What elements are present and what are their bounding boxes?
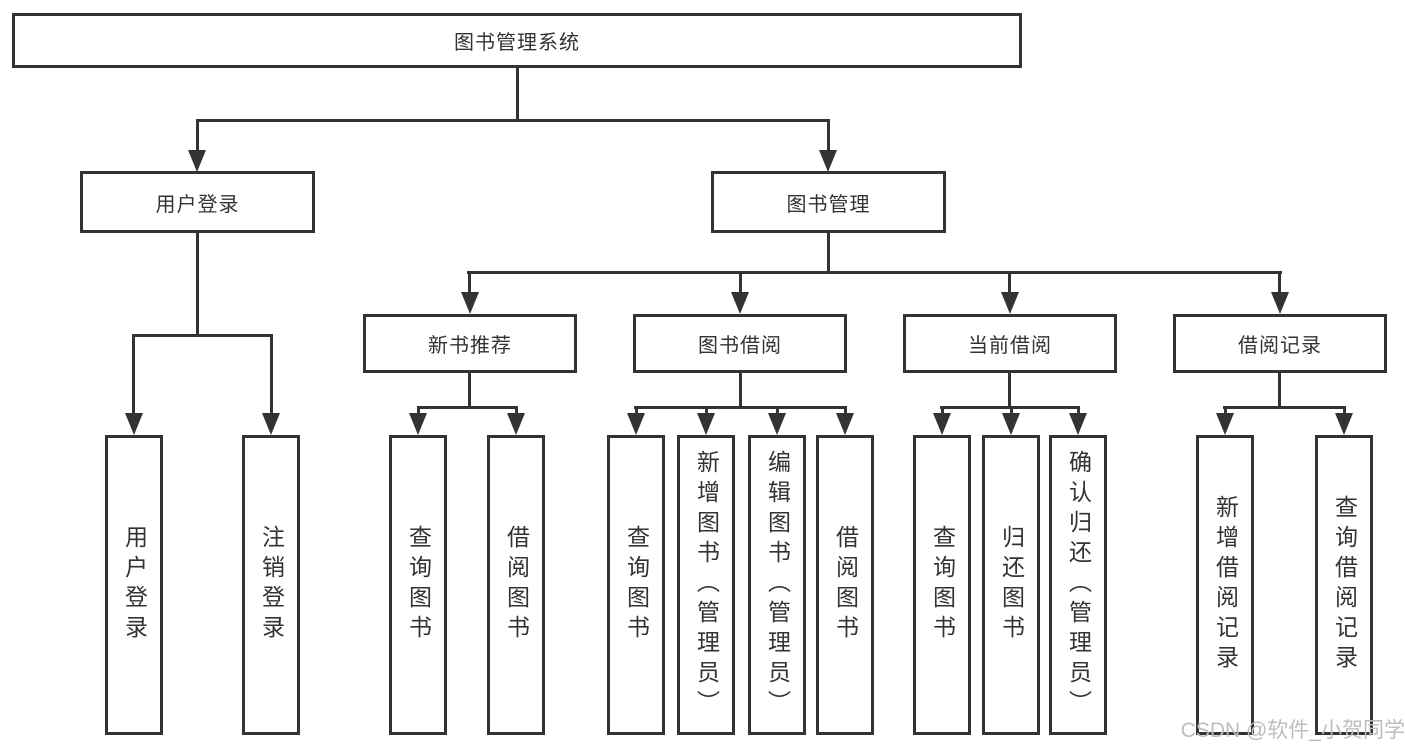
leaf-label: 借阅图书 — [832, 525, 859, 645]
arrow-down-icon — [627, 413, 645, 435]
leaf-label: 注销登录 — [258, 525, 285, 645]
arrow-down-icon — [1216, 413, 1234, 435]
arrow-down-icon — [461, 292, 479, 314]
connector-group-stem — [468, 373, 471, 409]
leaf-user-login: 用户登录 — [105, 435, 163, 735]
arrow-down-icon — [125, 413, 143, 435]
leaf-query-books-3: 查询图书 — [913, 435, 971, 735]
leaf-query-books-2: 查询图书 — [607, 435, 665, 735]
leaf-label: 查询图书 — [405, 525, 432, 645]
arrow-down-icon — [1002, 413, 1020, 435]
leaf-label: 新增图书（管理员） — [693, 450, 720, 720]
arrow-down-icon — [188, 150, 206, 172]
arrow-down-icon — [1271, 292, 1289, 314]
leaf-confirm-return-admin: 确认归还（管理员） — [1049, 435, 1107, 735]
connector-rail-user-login — [132, 334, 273, 337]
leaf-label: 编辑图书（管理员） — [764, 450, 791, 720]
arrow-down-icon — [933, 413, 951, 435]
connector-rail-level3 — [467, 271, 1282, 274]
connector-drop-book-management — [827, 119, 830, 151]
connector-book-management-stem — [827, 233, 830, 274]
arrow-down-icon — [1001, 292, 1019, 314]
leaf-label: 借阅图书 — [503, 525, 530, 645]
watermark: CSDN @软件_小贺同学 — [1180, 719, 1405, 742]
leaf-logout: 注销登录 — [242, 435, 300, 735]
node-book-management: 图书管理 — [711, 171, 946, 233]
leaf-label: 查询借阅记录 — [1331, 495, 1358, 675]
leaf-query-borrow-record: 查询借阅记录 — [1315, 435, 1373, 735]
connector-root-stem — [516, 68, 519, 122]
connector-rail-book-borrow — [634, 406, 846, 409]
connector-drop-level3 — [468, 271, 471, 296]
leaf-add-borrow-record: 新增借阅记录 — [1196, 435, 1254, 735]
connector-group-stem — [1278, 373, 1281, 409]
arrow-down-icon — [768, 413, 786, 435]
connector-drop-leaf — [132, 334, 135, 418]
leaf-label: 确认归还（管理员） — [1065, 450, 1092, 720]
leaf-edit-books-admin: 编辑图书（管理员） — [748, 435, 806, 735]
leaf-label: 查询图书 — [929, 525, 956, 645]
arrow-down-icon — [1069, 413, 1087, 435]
arrow-down-icon — [836, 413, 854, 435]
leaf-label: 查询图书 — [623, 525, 650, 645]
leaf-return-books: 归还图书 — [982, 435, 1040, 735]
leaf-add-books-admin: 新增图书（管理员） — [677, 435, 735, 735]
leaf-query-books-1: 查询图书 — [389, 435, 447, 735]
arrow-down-icon — [819, 150, 837, 172]
connector-drop-level3 — [1278, 271, 1281, 296]
leaf-label: 新增借阅记录 — [1212, 495, 1239, 675]
connector-rail-borrow-records — [1223, 406, 1345, 409]
node-root: 图书管理系统 — [12, 13, 1022, 68]
connector-rail-level2 — [196, 119, 830, 122]
arrow-down-icon — [409, 413, 427, 435]
node-new-book-recommend: 新书推荐 — [363, 314, 577, 373]
connector-drop-level3 — [1008, 271, 1011, 296]
leaf-borrow-books-2: 借阅图书 — [816, 435, 874, 735]
connector-user-login-stem — [196, 233, 199, 337]
leaf-label: 用户登录 — [121, 525, 148, 645]
connector-group-stem — [1008, 373, 1011, 409]
node-borrow-records: 借阅记录 — [1173, 314, 1387, 373]
connector-rail-current-borrow — [940, 406, 1079, 409]
connector-drop-user-login — [196, 119, 199, 151]
arrow-down-icon — [1335, 413, 1353, 435]
arrow-down-icon — [262, 413, 280, 435]
arrow-down-icon — [697, 413, 715, 435]
connector-drop-leaf — [270, 334, 273, 418]
node-book-borrow: 图书借阅 — [633, 314, 847, 373]
connector-group-stem — [739, 373, 742, 409]
arrow-down-icon — [507, 413, 525, 435]
connector-rail-new-book — [417, 406, 518, 409]
leaf-label: 归还图书 — [998, 525, 1025, 645]
node-user-login: 用户登录 — [80, 171, 315, 233]
leaf-borrow-books-1: 借阅图书 — [487, 435, 545, 735]
node-current-borrow: 当前借阅 — [903, 314, 1117, 373]
connector-drop-level3 — [739, 271, 742, 296]
arrow-down-icon — [731, 292, 749, 314]
